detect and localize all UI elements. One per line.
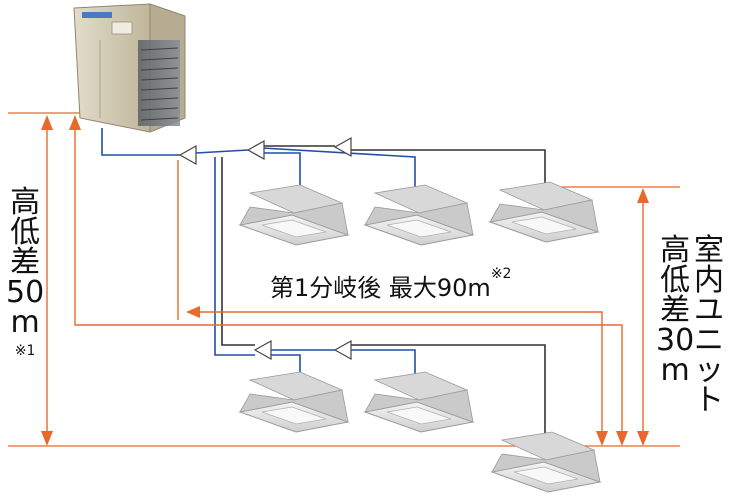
label-char: m [660, 353, 690, 388]
dimension-lines [46, 125, 644, 436]
drop-to-lower-gas [221, 157, 255, 346]
branch-joint-icon [333, 136, 352, 158]
liquid-pipe-main [195, 149, 249, 154]
arrowhead-icon [616, 431, 628, 446]
outdoor-unit-icon [73, 3, 186, 133]
label-char: ユ [694, 293, 724, 328]
gas-pipe-branch [350, 149, 546, 185]
piping-length-line-outer [74, 125, 623, 434]
max-piping-length-note: ※2 [490, 266, 512, 282]
label-char: 30 [656, 323, 695, 358]
branch-joints [178, 136, 352, 361]
label-char: ッ [694, 353, 724, 388]
label-char: 低 [660, 263, 691, 298]
liquid-pipe-lower-2 [351, 349, 416, 378]
label-char: 高 [660, 233, 691, 268]
branch-joint-icon [253, 339, 272, 361]
indoor-units [238, 181, 602, 493]
branch-joint-icon [178, 144, 197, 166]
liquid-pipe-lower-1 [271, 354, 301, 378]
label-char: 差 [660, 293, 691, 328]
upper-piping [101, 128, 546, 356]
indoor-units-label: 室 内 ユ ニ ッ ト [694, 236, 724, 416]
label-char: 差 [10, 245, 41, 280]
drop-to-lower [214, 157, 255, 356]
max-piping-length-text: 第1分岐後 最大90m [270, 274, 491, 302]
lower-piping [271, 344, 546, 440]
liquid-pipe-branch-1 [261, 147, 416, 190]
liquid-pipe [101, 128, 180, 156]
label-char: 低 [10, 215, 41, 250]
ceiling-cassette-unit-icon [363, 184, 475, 246]
branch-joint-icon [333, 339, 352, 361]
arrowhead-icon [69, 115, 81, 130]
ceiling-cassette-unit-icon [363, 371, 475, 433]
ceiling-cassette-unit-icon [488, 181, 600, 243]
label-char: 高 [10, 185, 41, 220]
ceiling-cassette-unit-icon [490, 431, 602, 493]
max-90m-line [196, 311, 603, 434]
arrowhead-icon [637, 188, 649, 203]
label-char: 内 [694, 263, 724, 298]
arrowhead-icon [186, 306, 200, 318]
height-diff-30m-label: 高 低 差 30 m [656, 236, 694, 386]
gas-pipe-lower [351, 344, 546, 440]
ceiling-cassette-unit-icon [238, 184, 350, 246]
label-char: ト [694, 383, 724, 418]
arrowheads [41, 115, 649, 446]
arrowhead-icon [41, 431, 53, 446]
arrowhead-icon [637, 431, 649, 446]
label-char: 室 [694, 233, 724, 268]
height-diff-50m-label: 高 低 差 50 m ※1 [6, 185, 45, 359]
label-char: 50 [6, 275, 45, 310]
branch-joint-icon [246, 139, 265, 161]
label-char: ニ [694, 323, 724, 358]
max-piping-length-label: 第1分岐後 最大90m※2 [270, 266, 512, 303]
label-char: m [10, 305, 40, 340]
height-diff-50m-note: ※1 [14, 343, 36, 359]
arrowhead-icon [41, 115, 53, 130]
ceiling-cassette-unit-icon [238, 371, 350, 433]
arrowhead-icon [596, 431, 608, 446]
liquid-pipe-branch-2 [262, 152, 301, 195]
